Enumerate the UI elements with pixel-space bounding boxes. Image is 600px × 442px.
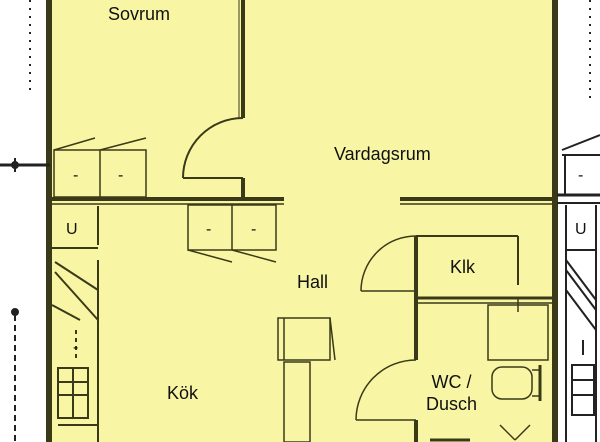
shelf-mark: - bbox=[251, 221, 257, 238]
room-label-hall: Hall bbox=[297, 272, 329, 292]
bathroom-walls bbox=[355, 296, 552, 442]
shelf-mark: - bbox=[73, 339, 79, 356]
outer-walls bbox=[46, 0, 558, 442]
room-label-wc-line1: WC / bbox=[431, 372, 472, 392]
left-neighbor bbox=[0, 0, 50, 442]
right-neighbor bbox=[557, 0, 600, 442]
closet-walls bbox=[360, 235, 519, 300]
shelf-mark: - bbox=[578, 167, 584, 184]
shelf-mark: - bbox=[206, 221, 212, 238]
shelf-mark: - bbox=[118, 167, 124, 184]
room-label-sovrum: Sovrum bbox=[108, 4, 171, 24]
bedroom-walls bbox=[52, 0, 552, 205]
kitchen-fixtures bbox=[51, 206, 99, 442]
bedroom-wardrobes bbox=[53, 137, 277, 263]
marker-u-left: U bbox=[66, 221, 78, 238]
marker-u-right: U bbox=[575, 221, 587, 238]
bedroom-door bbox=[182, 117, 244, 179]
apartment-floor bbox=[52, 0, 552, 442]
room-label-wc: WC / Dusch bbox=[426, 372, 477, 415]
room-label-kok: Kök bbox=[167, 383, 199, 403]
room-label-wc-line2: Dusch bbox=[426, 393, 478, 414]
shelf-mark: - bbox=[73, 167, 79, 184]
hall-cabinet bbox=[277, 317, 336, 442]
room-label-vardagsrum: Vardagsrum bbox=[334, 144, 431, 164]
room-label-klk: Klk bbox=[450, 257, 476, 277]
